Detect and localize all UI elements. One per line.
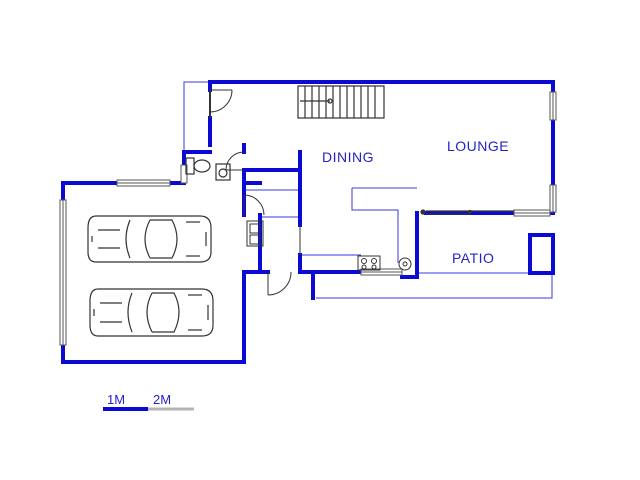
window-icon bbox=[59, 199, 67, 346]
window-icon bbox=[549, 91, 557, 121]
door-swing-icon bbox=[209, 89, 233, 118]
scale-label-1m: 1M bbox=[107, 392, 125, 407]
counter-outline bbox=[351, 188, 399, 263]
window-icon bbox=[360, 268, 403, 276]
scale-bar: 1M 2M bbox=[103, 392, 194, 411]
sink-icon bbox=[246, 220, 264, 247]
window-icon bbox=[549, 184, 557, 213]
toilet-icon bbox=[185, 157, 211, 175]
window-icon bbox=[116, 179, 171, 187]
planter bbox=[528, 233, 555, 275]
sliding-door bbox=[420, 209, 514, 215]
window-icon bbox=[513, 209, 551, 217]
basin-icon bbox=[215, 163, 231, 181]
walls bbox=[61, 80, 555, 364]
basin-icon bbox=[398, 257, 412, 271]
patio-label: PATIO bbox=[452, 250, 494, 266]
upper-left-outline bbox=[183, 81, 210, 165]
lounge-label: LOUNGE bbox=[447, 138, 509, 154]
dining-label: DINING bbox=[322, 149, 374, 165]
door-swings bbox=[209, 89, 301, 296]
stove-icon bbox=[357, 255, 381, 271]
door-swing-icon bbox=[225, 151, 245, 171]
scale-label-2m: 2M bbox=[153, 392, 171, 407]
windows bbox=[59, 91, 557, 346]
door-swing-icon bbox=[267, 271, 292, 296]
car-icon bbox=[89, 288, 214, 337]
staircase-icon bbox=[297, 85, 385, 119]
car-icon bbox=[87, 215, 212, 263]
door-swing-icon bbox=[243, 194, 265, 216]
